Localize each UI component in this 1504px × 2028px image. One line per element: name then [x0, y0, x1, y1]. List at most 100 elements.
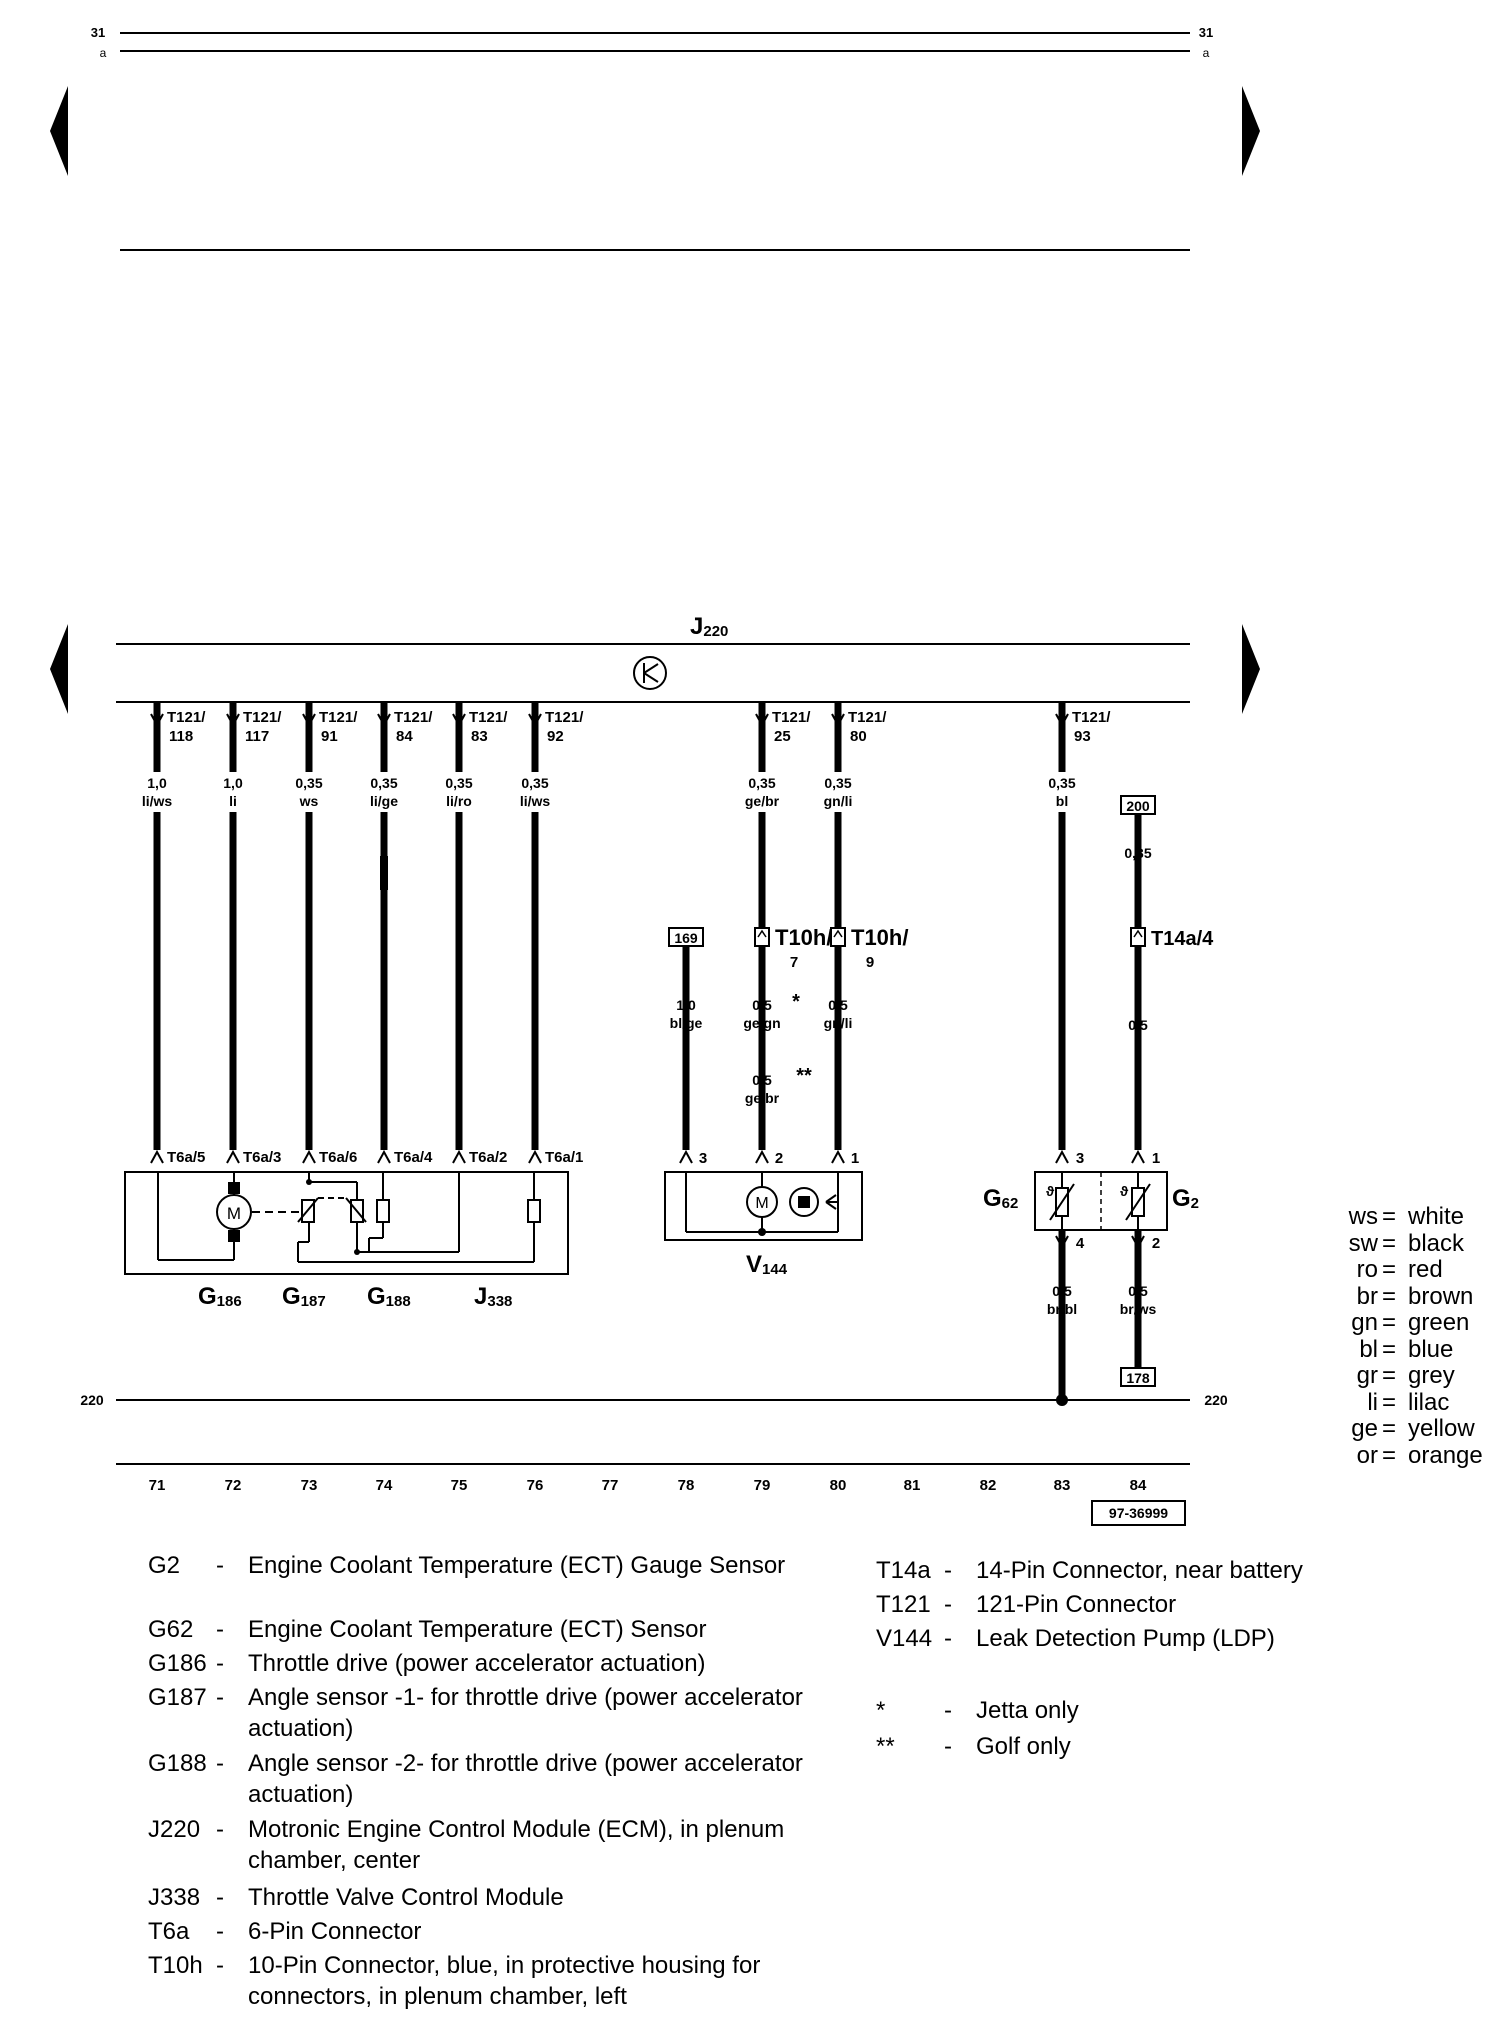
column-number: 82	[980, 1477, 997, 1494]
page-next-arrow-lower[interactable]	[1242, 624, 1260, 714]
description-text: Throttle drive (power accelerator actuat…	[248, 1650, 706, 1677]
svg-text:ϑ: ϑ	[1120, 1183, 1129, 1199]
description-item: T121-121-Pin Connector	[876, 1589, 1396, 1623]
page-prev-arrow-lower[interactable]	[50, 624, 68, 714]
page-prev-arrow-top[interactable]	[50, 86, 68, 176]
top-reference-lines: 31 a 31 a	[91, 25, 1213, 60]
v144-left-color: bl/ge	[670, 1015, 703, 1031]
description-code: T121	[876, 1591, 931, 1618]
legend-item: gn=green	[1330, 1309, 1500, 1337]
wire-size: 0,35	[445, 775, 472, 791]
description-text: 121-Pin Connector	[976, 1591, 1177, 1618]
legend-code: ro	[1356, 1256, 1378, 1283]
svg-text:br/bl: br/bl	[1047, 1301, 1077, 1317]
column-number: 81	[904, 1477, 921, 1494]
top-ref-left-number: 31	[91, 25, 105, 40]
ground-junction	[1056, 1394, 1068, 1406]
pin-label: T121/	[545, 709, 584, 726]
column-number: 77	[602, 1477, 619, 1494]
wire-label-bg	[1036, 772, 1088, 812]
description-dash: -	[216, 1650, 224, 1677]
legend-equals: =	[1382, 1203, 1397, 1230]
description-code: G187	[148, 1684, 207, 1711]
svg-text:ϑ: ϑ	[1046, 1183, 1055, 1199]
description-item: T6a-6-Pin Connector	[148, 1916, 828, 1980]
description-dash: -	[216, 1552, 224, 1579]
g186-motor-icon	[216, 1194, 252, 1230]
pin-label: T121/	[167, 709, 206, 726]
legend-item: li=lilac	[1330, 1389, 1500, 1417]
svg-text:3: 3	[1076, 1150, 1084, 1167]
column-number: 80	[830, 1477, 847, 1494]
description-text: Angle sensor -2- for throttle drive (pow…	[248, 1750, 803, 1808]
description-text: 6-Pin Connector	[248, 1918, 422, 1945]
description-item: G186-Throttle drive (power accelerator a…	[148, 1648, 828, 1712]
description-dash: -	[944, 1697, 952, 1724]
legend-item: ro=red	[1330, 1256, 1500, 1284]
pin-arrow	[150, 1149, 164, 1164]
legend-equals: =	[1382, 1362, 1397, 1389]
t10h-7-label: T10h/	[775, 925, 832, 950]
connector-pin-label: T6a/1	[545, 1149, 583, 1166]
wire-color: li/ge	[370, 793, 398, 809]
description-code: **	[876, 1733, 895, 1760]
golf-only-mark: **	[796, 1065, 812, 1087]
legend-name: white	[1408, 1203, 1465, 1230]
wire-size: 0,35	[1048, 775, 1075, 791]
t14a-label: T14a/4	[1151, 928, 1214, 950]
svg-text:4: 4	[1076, 1235, 1085, 1252]
legend-code: br	[1356, 1282, 1378, 1310]
pin-number: 92	[547, 728, 564, 745]
legend-item: gr=grey	[1330, 1362, 1500, 1390]
j220-label: J220	[690, 613, 728, 640]
description-text: Leak Detection Pump (LDP)	[976, 1625, 1275, 1652]
description-code: J220	[148, 1816, 201, 1843]
wire-color: ge/br	[745, 793, 780, 809]
pin-arrow	[755, 713, 769, 728]
g62-label: G62	[983, 1185, 1018, 1212]
description-item: *-Jetta only	[876, 1695, 1396, 1729]
description-item: G62-Engine Coolant Temperature (ECT) Sen…	[148, 1614, 828, 1678]
pin-arrow	[150, 713, 164, 728]
description-item: T10h-10-Pin Connector, blue, in protecti…	[148, 1950, 828, 2014]
pin-label: T121/	[319, 709, 358, 726]
column-number: 84	[1130, 1477, 1147, 1494]
legend-equals: =	[1382, 1415, 1397, 1442]
column-number: 71	[149, 1477, 166, 1494]
wire-label-bg	[131, 772, 183, 812]
svg-text:0,5: 0,5	[1128, 1017, 1148, 1033]
description-dash: -	[216, 1684, 224, 1711]
wire-size: 0,35	[295, 775, 322, 791]
column-number: 78	[678, 1477, 695, 1494]
wire-label-bg	[509, 772, 561, 812]
pin-arrow	[452, 1149, 466, 1164]
description-code: T14a	[876, 1557, 931, 1584]
legend-code: ws	[1348, 1203, 1378, 1230]
column-number: 75	[451, 1477, 468, 1494]
throttle-labels: G186 G187 G188 J338	[198, 1283, 512, 1310]
legend-code: bl	[1359, 1335, 1378, 1363]
pin-arrow	[226, 713, 240, 728]
j220-module: J220	[116, 613, 1190, 703]
legend-name: red	[1408, 1256, 1443, 1283]
description-dash: -	[944, 1557, 952, 1584]
legend-code: li	[1367, 1388, 1378, 1416]
ref-box-178	[1120, 1367, 1156, 1387]
svg-text:ge/br: ge/br	[745, 1090, 780, 1106]
svg-text:0,5: 0,5	[752, 1072, 772, 1088]
t10h-9-label: T10h/	[851, 925, 908, 950]
pin-number: 117	[245, 728, 269, 745]
legend-item: br=brown	[1330, 1283, 1500, 1311]
column-number: 79	[754, 1477, 771, 1494]
ground-bus: 220 220	[80, 1392, 1228, 1465]
legend-item: ge=yellow	[1330, 1415, 1500, 1443]
page-next-arrow-top[interactable]	[1242, 86, 1260, 176]
wire-label-bg	[283, 772, 335, 812]
column-number: 74	[376, 1477, 393, 1494]
svg-text:li: li	[1134, 863, 1142, 879]
svg-text:li: li	[1134, 1035, 1142, 1051]
wire-color: ws	[299, 793, 319, 809]
